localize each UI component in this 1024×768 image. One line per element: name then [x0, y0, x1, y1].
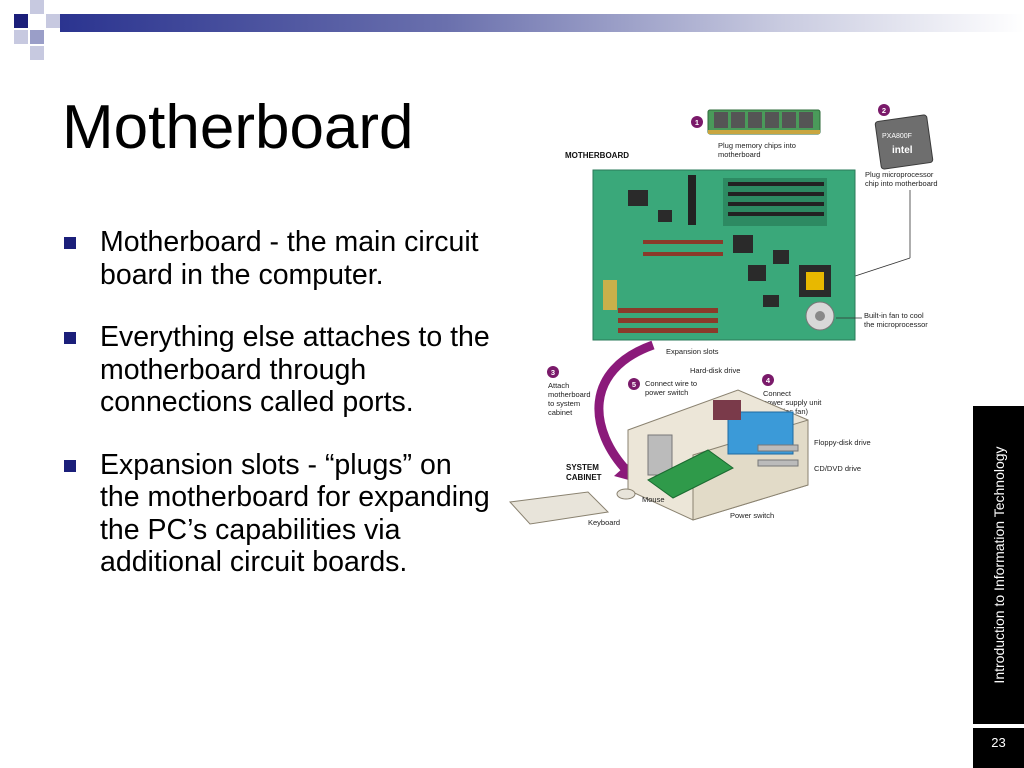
motherboard-label: MOTHERBOARD	[565, 151, 629, 160]
bullet-list: Motherboard - the main circuit board in …	[62, 226, 492, 609]
microprocessor-image	[874, 114, 934, 170]
cpu-label: Plug microprocessor	[865, 170, 934, 179]
step-badge	[878, 104, 890, 116]
expansion-slots-label: Expansion slots	[666, 347, 719, 356]
bullet-item: Expansion slots - “plugs” on the motherb…	[62, 449, 492, 579]
step-number: 5	[632, 380, 636, 389]
mouse-image	[616, 488, 636, 500]
motherboard-diagram: 1 Plug memory chips into motherboard PXA…	[508, 104, 938, 527]
psu-label: power supply unit	[763, 398, 822, 407]
keyboard-image	[508, 491, 610, 525]
power-wire-label: power switch	[645, 388, 688, 397]
step-number: 3	[551, 368, 555, 377]
psu-label: Connect	[763, 389, 792, 398]
hard-disk-label: Hard-disk drive	[690, 366, 740, 375]
attach-label: motherboard	[548, 390, 591, 399]
sidebar-band: Introduction to Information Technology	[973, 406, 1024, 724]
attach-label: Attach	[548, 381, 569, 390]
system-cabinet-image	[627, 389, 809, 521]
bullet-item: Motherboard - the main circuit board in …	[62, 226, 492, 291]
bullet-square-icon	[64, 459, 76, 472]
bullet-square-icon	[64, 237, 76, 249]
corner-decoration	[14, 0, 60, 60]
chip-marking: intel	[892, 145, 913, 156]
attach-label: cabinet	[548, 408, 573, 417]
step-badge	[691, 116, 703, 128]
slide-title: Motherboard	[62, 93, 414, 162]
step-number: 4	[766, 376, 771, 385]
floppy-label: Floppy-disk drive	[814, 438, 871, 447]
chip-marking: PXA800F	[882, 133, 912, 140]
power-switch-label: Power switch	[730, 511, 774, 520]
fan-label: the microprocessor	[864, 320, 928, 329]
system-cabinet-label: CABINET	[566, 473, 602, 482]
page-number: 23	[973, 728, 1024, 768]
memory-label: motherboard	[718, 150, 761, 159]
bullet-text: Expansion slots - “plugs” on the motherb…	[100, 448, 490, 579]
step-badge	[547, 366, 559, 378]
cddvd-label: CD/DVD drive	[814, 464, 861, 473]
course-title: Introduction to Information Technology	[990, 446, 1007, 684]
step-number: 1	[695, 118, 699, 127]
mouse-label: Mouse	[642, 495, 665, 504]
memory-chip-image	[707, 109, 821, 135]
step-badge	[628, 378, 640, 390]
bullet-square-icon	[64, 332, 76, 344]
bullet-text: Motherboard - the main circuit board in …	[100, 226, 479, 291]
bullet-item: Everything else attaches to the motherbo…	[62, 321, 492, 419]
bullet-text: Everything else attaches to the motherbo…	[100, 321, 490, 418]
fan-label: Built-in fan to cool	[864, 311, 924, 320]
power-wire-label: Connect wire to	[645, 379, 697, 388]
step-badge	[762, 374, 774, 386]
header-gradient-bar	[60, 14, 1024, 32]
step-number: 2	[882, 106, 886, 115]
attach-label: to system	[548, 399, 580, 408]
cpu-label: chip into motherboard	[865, 179, 938, 188]
memory-label: Plug memory chips into	[718, 141, 796, 150]
keyboard-label: Keyboard	[588, 518, 620, 527]
system-cabinet-label: SYSTEM	[566, 463, 599, 472]
motherboard-image	[592, 169, 856, 341]
